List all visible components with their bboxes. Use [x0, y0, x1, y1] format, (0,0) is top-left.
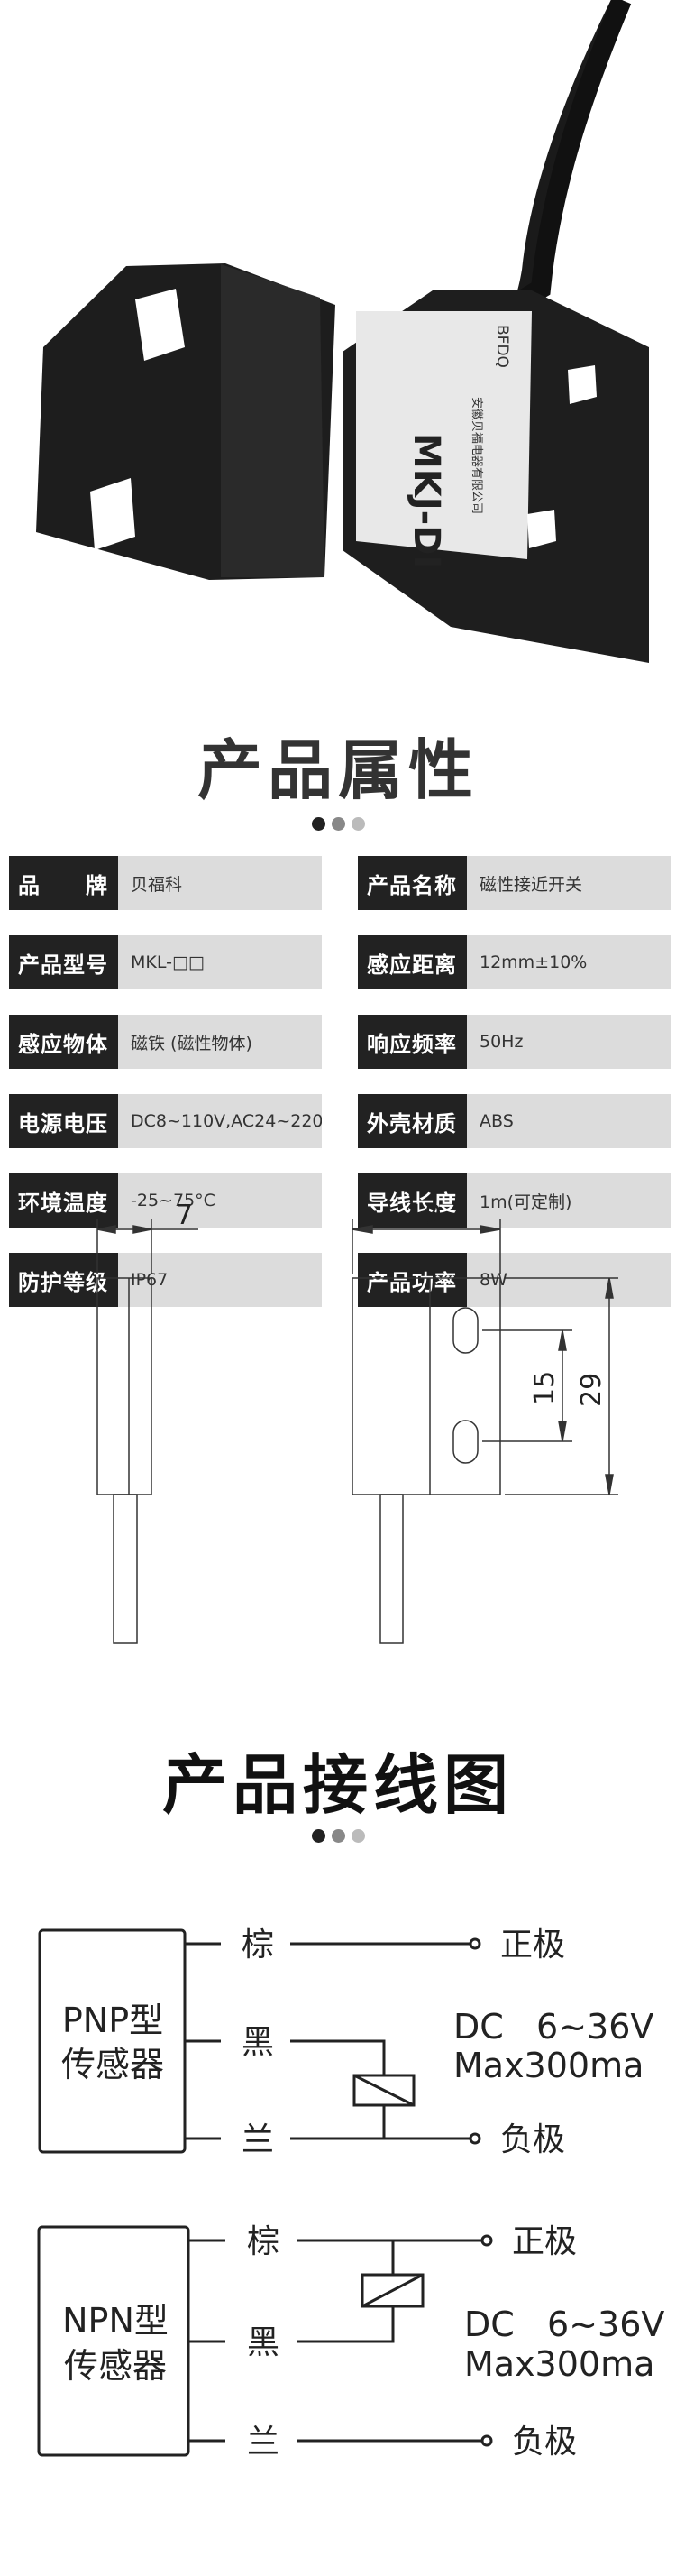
sensor-block: MKJ-DI BFDQ 安徽贝福电器有限公司: [343, 290, 649, 663]
attribute-label: 导线长度: [358, 1173, 467, 1228]
dim-height: 29: [576, 1373, 607, 1407]
negative-label: 负极: [500, 2121, 565, 2158]
attribute-row: 感应物体磁铁 (磁性物体): [9, 1015, 322, 1069]
attribute-label: 电源电压: [9, 1094, 118, 1148]
attribute-value: 50Hz: [467, 1015, 671, 1069]
attribute-row: 环境温度-25~75°C: [9, 1173, 322, 1228]
dot: [351, 1829, 365, 1843]
dot: [311, 1829, 325, 1843]
attribute-label: 产品功率: [358, 1253, 467, 1307]
npn-sensor-label: 传感器: [64, 2346, 167, 2386]
attribute-label: 产品型号: [9, 935, 118, 989]
voltage-label: DC 6~36V: [453, 2007, 653, 2047]
sensor-label: [356, 311, 532, 559]
attributes-title: 产品属性: [196, 732, 479, 808]
attribute-value: 磁铁 (磁性物体): [118, 1015, 322, 1069]
wire-blue-label: 兰: [247, 2424, 279, 2461]
attribute-row: 品 牌贝福科: [9, 856, 322, 910]
current-label: Max300ma: [453, 2046, 644, 2085]
npn-diagram: [37, 2225, 493, 2457]
attribute-value: ABS: [467, 1094, 671, 1148]
attribute-label: 品 牌: [9, 856, 118, 910]
current-label: Max300ma: [464, 2344, 654, 2384]
pnp-sensor-label: 传感器: [61, 2045, 164, 2084]
attribute-value: MKL-□□: [118, 935, 322, 989]
wiring-title: 产品接线图: [161, 1747, 514, 1823]
attribute-value: 12mm±10%: [467, 935, 671, 989]
dot: [331, 1829, 345, 1843]
section-dots: [0, 1829, 676, 1843]
cable: [513, 0, 632, 311]
pnp-diagram: [38, 1928, 481, 2154]
dim-width: 19: [407, 1200, 442, 1231]
dot: [311, 817, 325, 831]
attribute-label: 感应距离: [358, 935, 467, 989]
wire-brown-label: 棕: [242, 1927, 274, 1964]
pnp-type-label: PNP型: [62, 2001, 163, 2040]
attribute-value: 磁性接近开关: [467, 856, 671, 910]
positive-label: 正极: [500, 1927, 565, 1964]
label-brand-text: BFDQ: [493, 325, 511, 368]
attribute-value: 1m(可定制): [467, 1173, 671, 1228]
attribute-label: 环境温度: [9, 1173, 118, 1228]
negative-label: 负极: [512, 2424, 577, 2461]
positive-label: 正极: [512, 2223, 577, 2260]
attribute-label: 产品名称: [358, 856, 467, 910]
wire-brown-label: 棕: [247, 2223, 279, 2260]
wire-blue-label: 兰: [242, 2121, 274, 2158]
attribute-row: 产品名称磁性接近开关: [358, 856, 671, 910]
product-photo: MKJ-DI BFDQ 安徽贝福电器有限公司: [36, 0, 649, 663]
attribute-label: 外壳材质: [358, 1094, 467, 1148]
wire-black-label: 黑: [242, 2024, 274, 2061]
dot: [351, 817, 365, 831]
magnet-block: [36, 263, 335, 580]
attribute-label: 响应频率: [358, 1015, 467, 1069]
attribute-label: 感应物体: [9, 1015, 118, 1069]
attribute-value: 贝福科: [118, 856, 322, 910]
dim-hole-spacing: 15: [529, 1371, 561, 1405]
wiring-diagram: PNP型 传感器 棕 黑 兰 正极 负极 DC 6~36V Max300ma N…: [37, 1927, 664, 2461]
dimension-drawing: 7 19 15 29: [96, 1200, 618, 1644]
dot: [331, 817, 345, 831]
voltage-label: DC 6~36V: [464, 2305, 664, 2344]
label-model-text: MKJ-DI: [406, 433, 447, 568]
attribute-value: -25~75°C: [118, 1173, 322, 1228]
npn-type-label: NPN型: [62, 2301, 169, 2341]
attribute-value: DC8~110V,AC24~220V: [118, 1094, 322, 1148]
dim-thickness: 7: [176, 1200, 193, 1231]
wire-black-label: 黑: [247, 2324, 279, 2361]
attribute-label: 防护等级: [9, 1253, 118, 1307]
section-dots: [0, 817, 676, 831]
label-company-text: 安徽贝福电器有限公司: [470, 397, 483, 514]
